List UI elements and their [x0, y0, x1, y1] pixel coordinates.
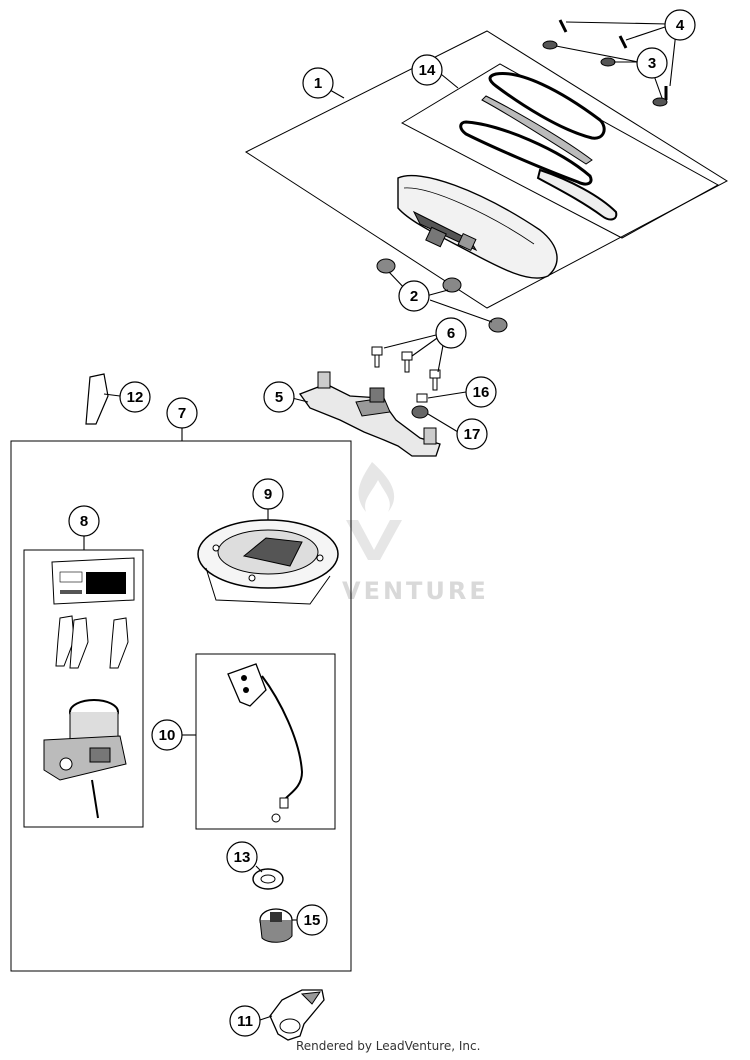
callout-8: 8 — [68, 505, 100, 537]
callout-6-label: 6 — [447, 325, 455, 342]
callout-16: 16 — [465, 376, 497, 408]
callout-12: 12 — [119, 381, 151, 413]
part-1-frame — [244, 30, 729, 309]
callout-4: 4 — [664, 9, 696, 41]
part-14-lens — [459, 71, 618, 221]
part-11-cover — [269, 989, 325, 1041]
part-8-key-card — [51, 557, 135, 605]
part-15-lock-cylinder — [259, 908, 293, 943]
callout-14: 14 — [411, 54, 443, 86]
callout-11-label: 11 — [237, 1013, 253, 1030]
watermark: VENTURE — [342, 462, 489, 605]
callout-11: 11 — [229, 1005, 261, 1037]
part-4-screws — [558, 19, 668, 100]
callout-13: 13 — [226, 841, 258, 873]
callout-6: 6 — [435, 317, 467, 349]
callout-3: 3 — [636, 47, 668, 79]
watermark-text: VENTURE — [342, 577, 489, 605]
part-13-nut — [252, 868, 284, 890]
part-8-keys — [55, 615, 129, 669]
part-10-sensor — [227, 663, 304, 823]
callout-2-label: 2 — [410, 288, 418, 305]
callout-17: 17 — [456, 418, 488, 450]
callout-7: 7 — [166, 397, 198, 429]
part-12-key — [85, 373, 109, 425]
callout-16-label: 16 — [473, 384, 490, 401]
part-6-bolts — [371, 346, 441, 391]
callout-9: 9 — [252, 478, 284, 510]
callout-3-label: 3 — [648, 55, 656, 72]
part-3-washers — [542, 40, 668, 107]
part-5-bracket — [298, 371, 441, 457]
callout-9-label: 9 — [264, 486, 272, 503]
callout-1: 1 — [302, 67, 334, 99]
callout-15: 15 — [296, 904, 328, 936]
callout-5-label: 5 — [275, 389, 283, 406]
callout-8-label: 8 — [80, 513, 88, 530]
callout-7-label: 7 — [178, 405, 186, 422]
instrument-cluster — [397, 174, 558, 279]
callout-13-label: 13 — [234, 849, 251, 866]
callout-1-label: 1 — [314, 75, 322, 92]
part-2-grommets — [376, 258, 508, 333]
callout-14-label: 14 — [419, 62, 436, 79]
part-9-fuel-cap — [197, 519, 339, 605]
callout-10: 10 — [151, 719, 183, 751]
part-10-frame — [195, 653, 336, 830]
part-14-frame — [400, 63, 720, 239]
part-8-ignition-lock — [43, 699, 127, 819]
callout-2: 2 — [398, 280, 430, 312]
callout-5: 5 — [263, 381, 295, 413]
callout-17-label: 17 — [464, 426, 481, 443]
part-17-nut — [411, 405, 429, 419]
rendered-by-credit: Rendered by LeadVenture, Inc. — [296, 1039, 481, 1053]
callout-12-label: 12 — [127, 389, 144, 406]
callout-15-label: 15 — [304, 912, 321, 929]
callout-10-label: 10 — [159, 727, 176, 744]
callout-4-label: 4 — [676, 17, 685, 34]
part-7-frame — [10, 440, 352, 972]
part-16-bolt — [416, 393, 428, 403]
